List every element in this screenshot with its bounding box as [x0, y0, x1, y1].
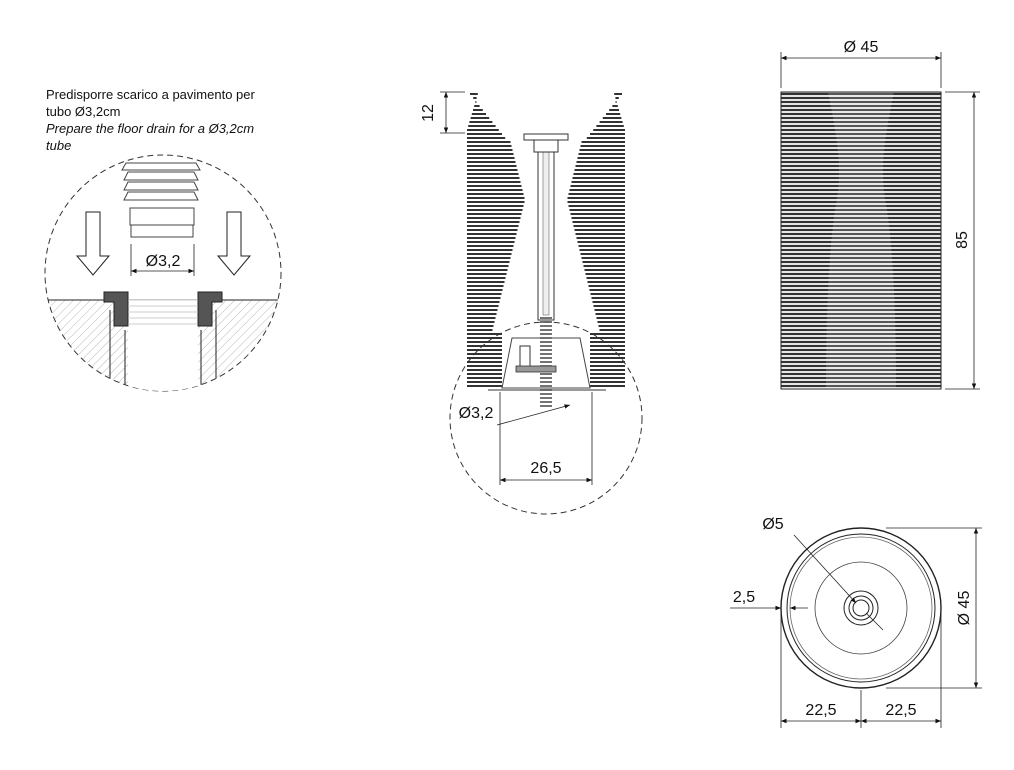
floor-drain-detail: Ø3,2 — [44, 154, 282, 392]
center-hole — [852, 599, 870, 617]
gasket-left — [103, 291, 129, 327]
side-ribs — [781, 92, 941, 389]
note-italian-line-2: tubo Ø3,2cm — [46, 104, 121, 119]
down-arrow-left-icon — [75, 211, 111, 276]
note-english-line-2: tube — [46, 138, 72, 153]
threaded-part — [540, 317, 552, 407]
detail-pipe-diameter-label: Ø3,2 — [146, 253, 181, 270]
drain-cap — [523, 133, 569, 141]
wall-thickness-label: 2,5 — [733, 589, 755, 606]
height-label: 85 — [954, 231, 971, 249]
gasket-right — [197, 291, 223, 327]
section-ribs — [467, 93, 625, 387]
half-right-label: 22,5 — [885, 702, 916, 719]
hole-diameter-label: Ø5 — [762, 516, 783, 533]
side-view: Ø 45 85 — [780, 39, 980, 390]
down-arrow-right-icon — [216, 211, 252, 276]
base-width-label: 26,5 — [530, 460, 561, 477]
install-note: Predisporre scarico a pavimento per tubo… — [46, 86, 306, 154]
section-detail-circle — [449, 321, 643, 515]
note-english-line-1: Prepare the floor drain for a Ø3,2cm — [46, 121, 255, 136]
bottom-view: Ø5 2,5 Ø 45 22,5 22,5 — [730, 516, 982, 728]
bottom-diameter-label: Ø 45 — [956, 591, 973, 626]
ribbed-tube — [121, 162, 201, 238]
inner-circle — [814, 561, 908, 655]
section-view: 12 Ø3,2 26,5 — [420, 91, 643, 515]
section-pipe-diameter-label: Ø3,2 — [459, 405, 494, 422]
base-trapezoid — [501, 337, 591, 389]
half-left-label: 22,5 — [805, 702, 836, 719]
note-italian-line-1: Predisporre scarico a pavimento per — [46, 87, 255, 102]
side-diameter-label: Ø 45 — [844, 39, 879, 56]
rim-height-label: 12 — [420, 104, 437, 122]
